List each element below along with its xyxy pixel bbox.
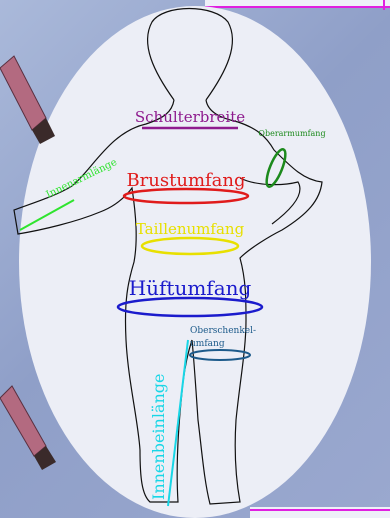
chest-label: Brustumfang [126,170,245,191]
thigh-label-line2: umfang [190,339,225,349]
inner-leg-label: Innenbeinlänge [149,373,168,500]
thigh-label-line1: Oberschenkel- [190,326,256,336]
background-oval [19,6,371,518]
tape-roll-upper [0,56,55,144]
tape-strip-bottom [250,507,390,518]
shoulder-label: Schulterbreite [135,108,245,126]
upper-arm-label: Oberarmumfang [258,129,325,138]
hip-label: Hüftumfang [129,276,252,300]
waist-label: Taillenumfang [136,220,245,238]
